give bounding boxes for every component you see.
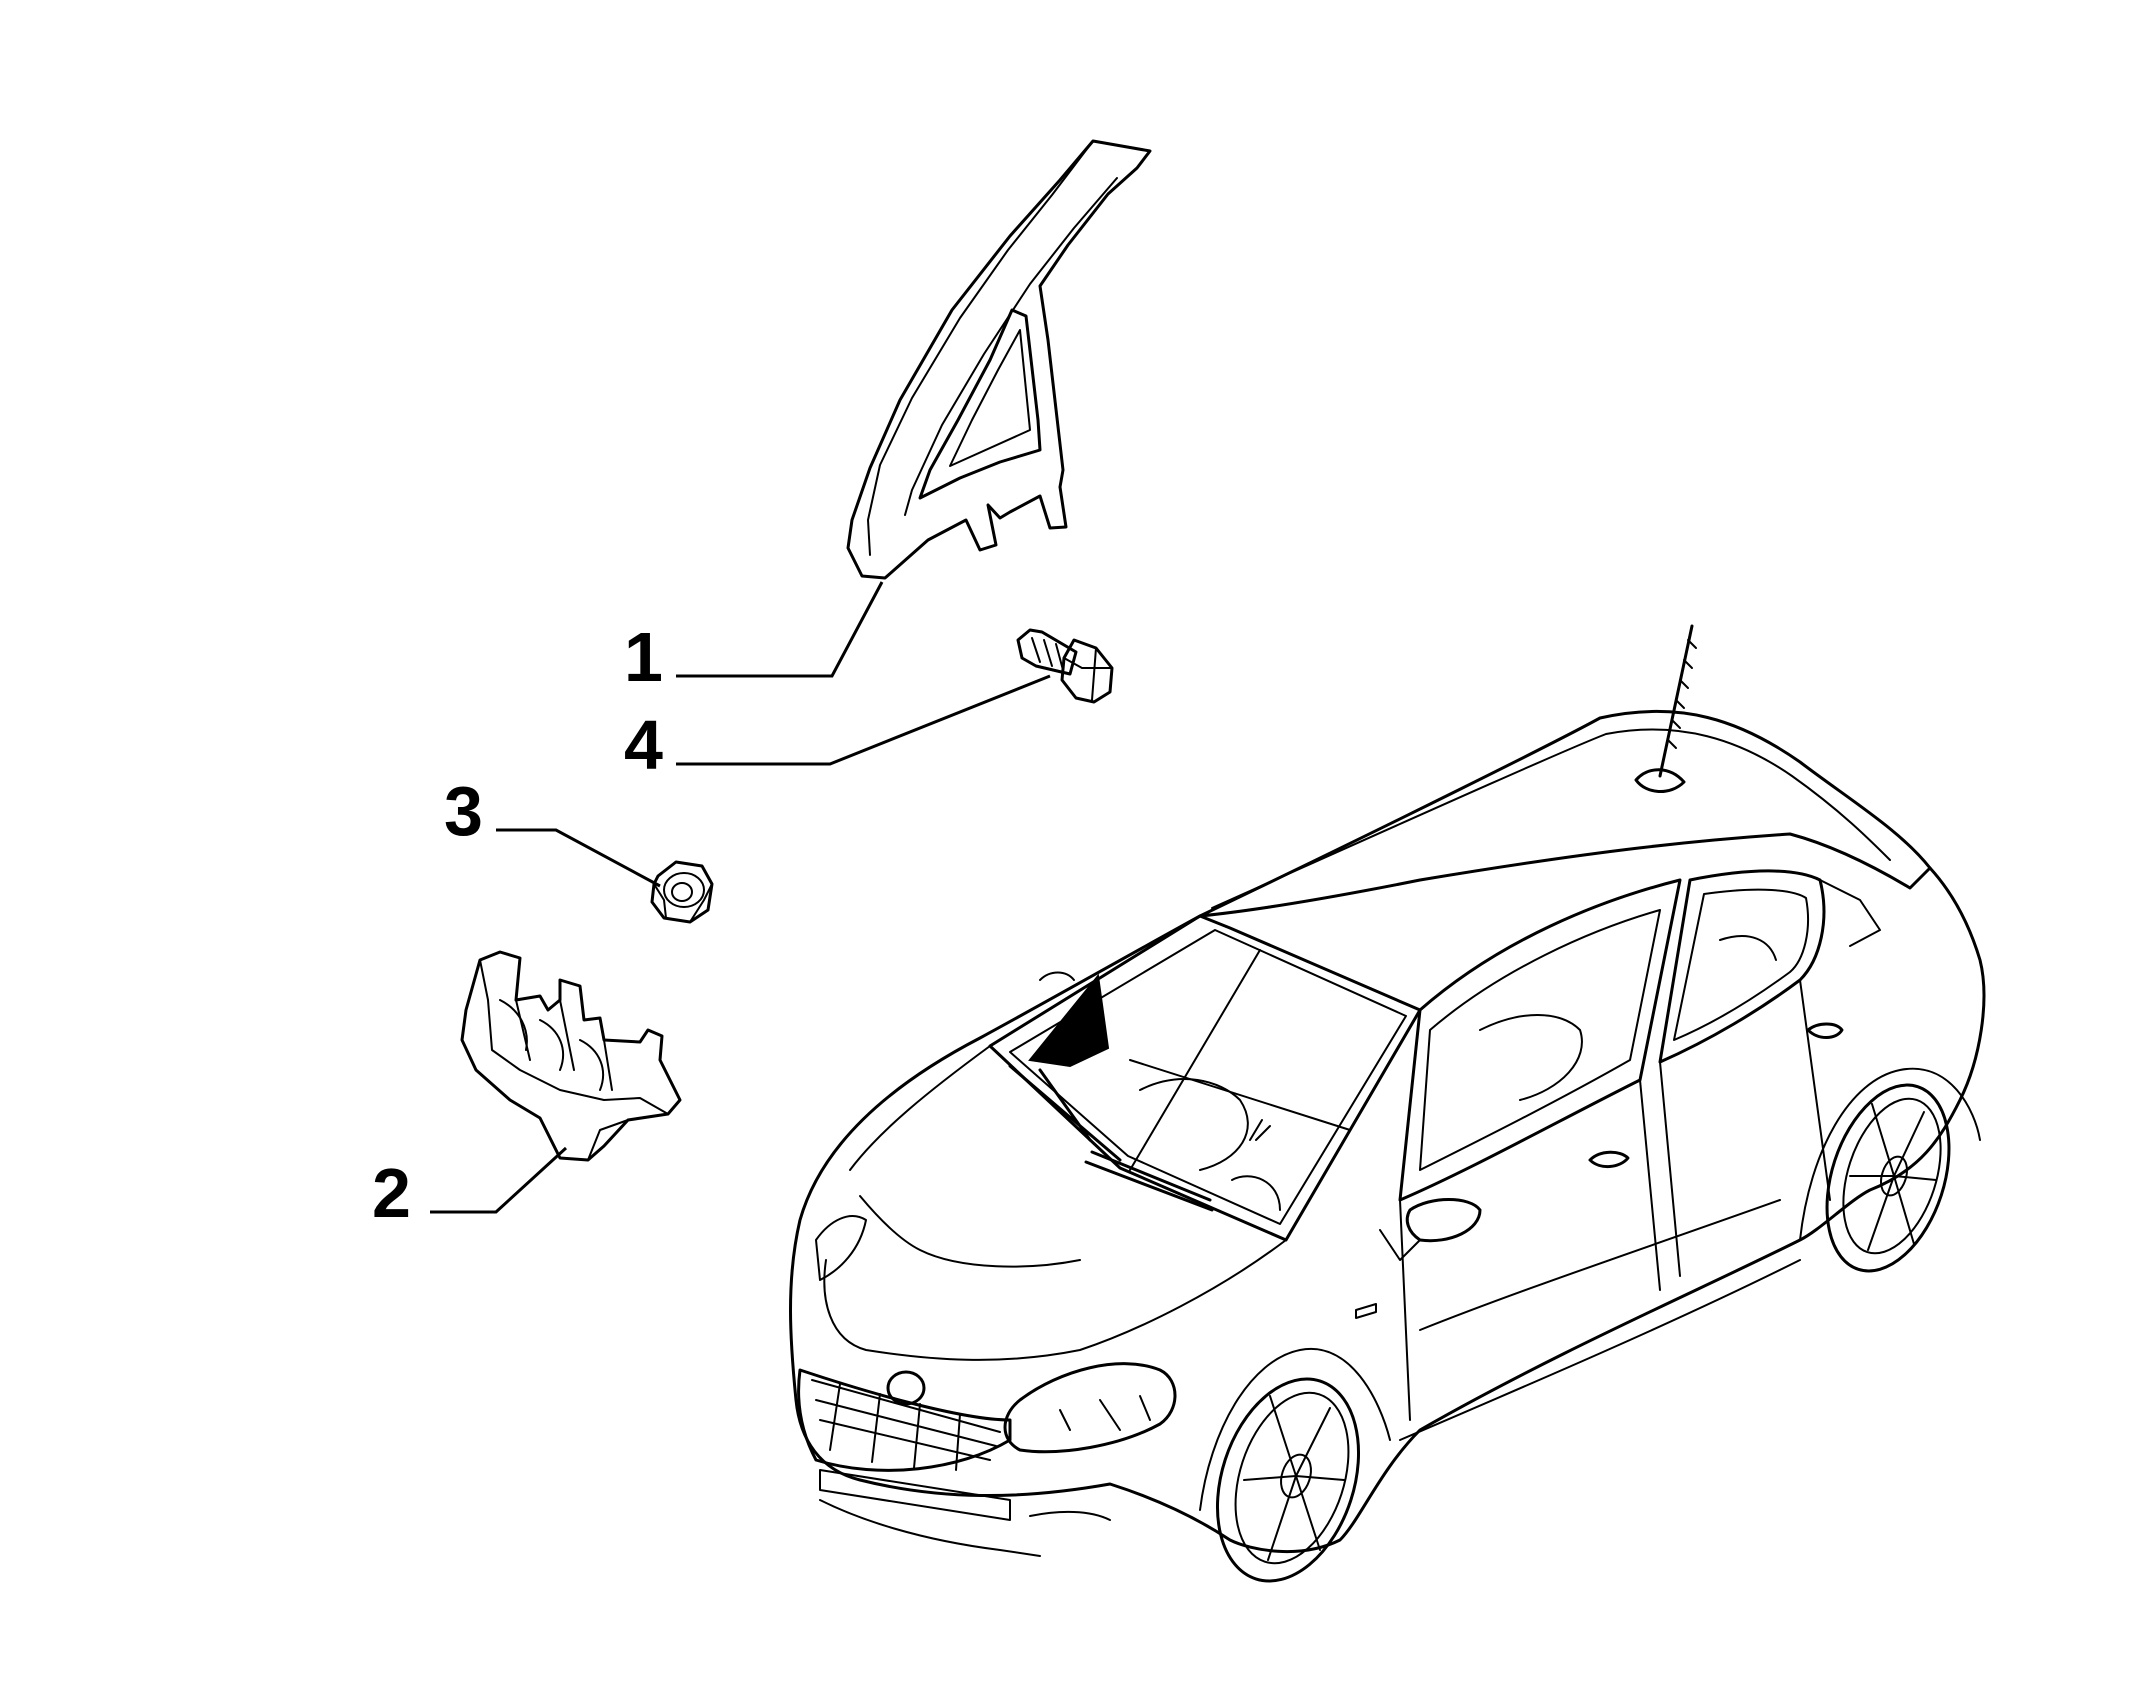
- callout-2: 2: [372, 1154, 411, 1232]
- leader-4: [676, 674, 1051, 766]
- vehicle-illustration: [789, 624, 1986, 1583]
- hex-nut: [650, 860, 714, 924]
- front-wheel: [1215, 1377, 1361, 1583]
- callout-4: 4: [624, 706, 663, 784]
- callout-3: 3: [444, 772, 483, 850]
- leader-1: [676, 581, 884, 678]
- leader-2: [430, 1146, 568, 1214]
- leader-3: [496, 828, 661, 888]
- callout-1: 1: [624, 618, 663, 696]
- leader-lines: [430, 581, 1051, 1214]
- hex-bolt: [1016, 628, 1114, 704]
- rear-wheel: [1825, 1083, 1951, 1273]
- roof-antenna: [1634, 624, 1697, 793]
- retaining-clip: [460, 950, 682, 1162]
- a-pillar-trim-panel: [846, 139, 1152, 580]
